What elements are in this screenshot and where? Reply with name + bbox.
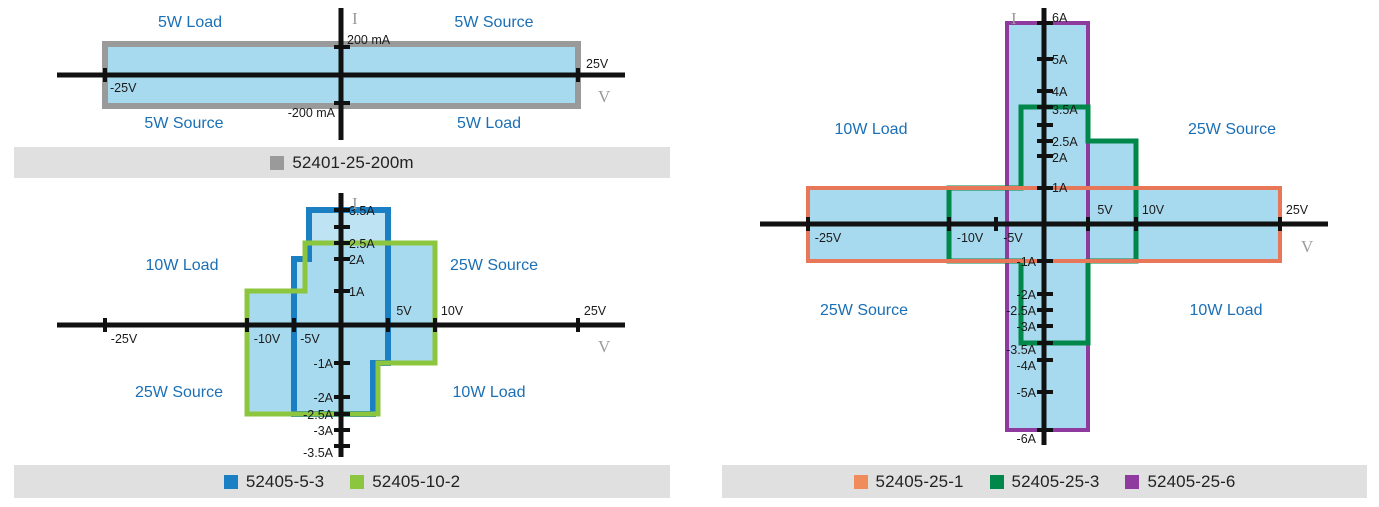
- quadrant-label-bottom-left: 25W Source: [135, 384, 223, 401]
- quadrant-label-top-right: 5W Source: [454, 14, 533, 31]
- legend-chart-52401-25-200m: 52401-25-200m: [14, 147, 670, 178]
- x-tick-label-minus25v: -25V: [110, 81, 137, 95]
- voltage-axis-letter: V: [1301, 237, 1314, 256]
- x-tick-label-minus25v: -25V: [815, 231, 842, 245]
- legend-label: 52405-25-3: [1011, 471, 1100, 491]
- y-tick-label-minus6a: -6A: [1017, 432, 1037, 446]
- legend-item[interactable]: 52405-10-2: [350, 472, 460, 492]
- quadrant-label-top-left: 10W Load: [835, 121, 908, 138]
- legend-label: 52405-25-1: [875, 471, 964, 491]
- x-tick-label-5v: 5V: [1097, 203, 1113, 217]
- x-tick-label-minus5v: -5V: [1003, 231, 1023, 245]
- legend-item[interactable]: 52405-5-3: [223, 471, 325, 492]
- y-tick-label-minus2p5a: -2.5A: [1006, 304, 1037, 318]
- y-tick-label-3p5a: 3.5A: [1052, 103, 1078, 117]
- x-tick-label-25v: 25V: [586, 57, 609, 71]
- y-tick-label-minus2p5a: -2.5A: [303, 408, 334, 422]
- y-tick-label-2p5a: 2.5A: [1052, 135, 1078, 149]
- soa-outline-52405-25-6: [1005, 21, 1090, 432]
- quadrant-label-bottom-left: 25W Source: [820, 302, 908, 319]
- y-tick-label-minus3a: -3A: [1017, 320, 1037, 334]
- legend-swatch-icon: [989, 474, 1004, 489]
- y-tick-label-minus2a: -2A: [314, 391, 334, 405]
- current-axis-letter: I: [1011, 9, 1017, 28]
- y-tick-label-minus1a: -1A: [1017, 255, 1037, 269]
- y-tick-label-2p5a: 2.5A: [349, 237, 375, 251]
- x-tick-label-25v: 25V: [584, 304, 607, 318]
- y-tick-label-minus3p5a: -3.5A: [303, 446, 334, 460]
- quadrant-label-top-left: 5W Load: [158, 14, 222, 31]
- legend-item[interactable]: 52405-25-1: [853, 471, 964, 492]
- x-tick-label-minus10v: -10V: [957, 231, 984, 245]
- legend-swatch-icon: [853, 474, 868, 489]
- y-tick-label-1a: 1A: [349, 285, 365, 299]
- chart-52405-25-family-svg: -25V -10V -5V 5V 10V 25V: [760, 8, 1328, 446]
- x-tick-label-minus10v: -10V: [254, 332, 281, 346]
- x-tick-label-minus5v: -5V: [300, 332, 320, 346]
- legend-swatch-icon: [350, 474, 365, 489]
- x-tick-label-25v: 25V: [1286, 203, 1309, 217]
- chart-52401-25-200m-svg: -25V 25V 200 mA -200 mA I V 5W Load 5W S…: [57, 8, 625, 140]
- x-tick-label-5v: 5V: [396, 304, 412, 318]
- y-tick-label-minus2a: -2A: [1017, 288, 1037, 302]
- legend-chart-52405-5-3-and-10-2: 52405-5-3 52405-10-2: [14, 465, 670, 498]
- chart-52401-25-200m-panel: -25V 25V 200 mA -200 mA I V 5W Load 5W S…: [0, 0, 680, 140]
- quadrant-label-bottom-right: 10W Load: [1190, 302, 1263, 319]
- y-tick-label-2a: 2A: [1052, 151, 1068, 165]
- legend-swatch-icon: [223, 474, 238, 489]
- y-tick-label-200ma: 200 mA: [347, 33, 391, 47]
- chart-52405-5-3-and-10-2-panel: -25V -10V -5V 5V 10V 25V 3.5A 2.5A 2A 1A…: [0, 185, 680, 460]
- legend-label: 52401-25-200m: [292, 152, 414, 172]
- legend-label: 52405-25-6: [1147, 471, 1236, 491]
- y-tick-label-minus5a: -5A: [1017, 386, 1037, 400]
- legend-label: 52405-5-3: [245, 471, 325, 491]
- y-tick-label-minus3p5a: -3.5A: [1006, 343, 1037, 357]
- y-tick-label-3p5a: 3.5A: [349, 204, 375, 218]
- legend-chart-52405-25-family: 52405-25-1 52405-25-3 52405-25-6: [722, 465, 1367, 498]
- legend-item[interactable]: 52401-25-200m: [270, 152, 414, 173]
- quadrant-label-top-right: 25W Source: [1188, 121, 1276, 138]
- y-tick-label-4a: 4A: [1052, 85, 1068, 99]
- current-axis-letter: I: [352, 9, 358, 28]
- quadrant-label-top-right: 25W Source: [450, 257, 538, 274]
- voltage-axis-letter: V: [598, 337, 611, 356]
- y-tick-label-minus3a: -3A: [314, 424, 334, 438]
- y-tick-label-2a: 2A: [349, 253, 365, 267]
- soa-outline-52405-10-2: [244, 240, 438, 417]
- legend-swatch-icon: [1125, 474, 1140, 489]
- chart-52405-25-family-panel: -25V -10V -5V 5V 10V 25V: [700, 0, 1379, 460]
- y-tick-label-minus4a: -4A: [1017, 359, 1037, 373]
- voltage-axis-letter: V: [598, 87, 611, 106]
- y-tick-label-6a: 6A: [1052, 11, 1068, 25]
- legend-item[interactable]: 52405-25-6: [1125, 472, 1235, 492]
- x-tick-label-minus25v: -25V: [111, 332, 138, 346]
- y-tick-label-minus200ma: -200 mA: [288, 106, 336, 120]
- legend-item[interactable]: 52405-25-3: [989, 471, 1100, 492]
- quadrant-label-top-left: 10W Load: [146, 257, 219, 274]
- current-axis-letter: I: [352, 194, 358, 213]
- chart-52405-5-3-and-10-2-svg: -25V -10V -5V 5V 10V 25V 3.5A 2.5A 2A 1A…: [57, 193, 625, 460]
- y-tick-label-5a: 5A: [1052, 53, 1068, 67]
- x-tick-label-10v: 10V: [441, 304, 464, 318]
- quadrant-label-bottom-left: 5W Source: [144, 115, 223, 132]
- soa-outline-52405-25-1: [806, 186, 1282, 263]
- legend-swatch-icon: [270, 155, 285, 170]
- quadrant-label-bottom-right: 10W Load: [453, 384, 526, 401]
- y-tick-label-1a: 1A: [1052, 181, 1068, 195]
- y-tick-label-minus1a: -1A: [314, 357, 334, 371]
- quadrant-label-bottom-right: 5W Load: [457, 115, 521, 132]
- x-tick-label-10v: 10V: [1142, 203, 1165, 217]
- legend-label: 52405-10-2: [372, 471, 461, 491]
